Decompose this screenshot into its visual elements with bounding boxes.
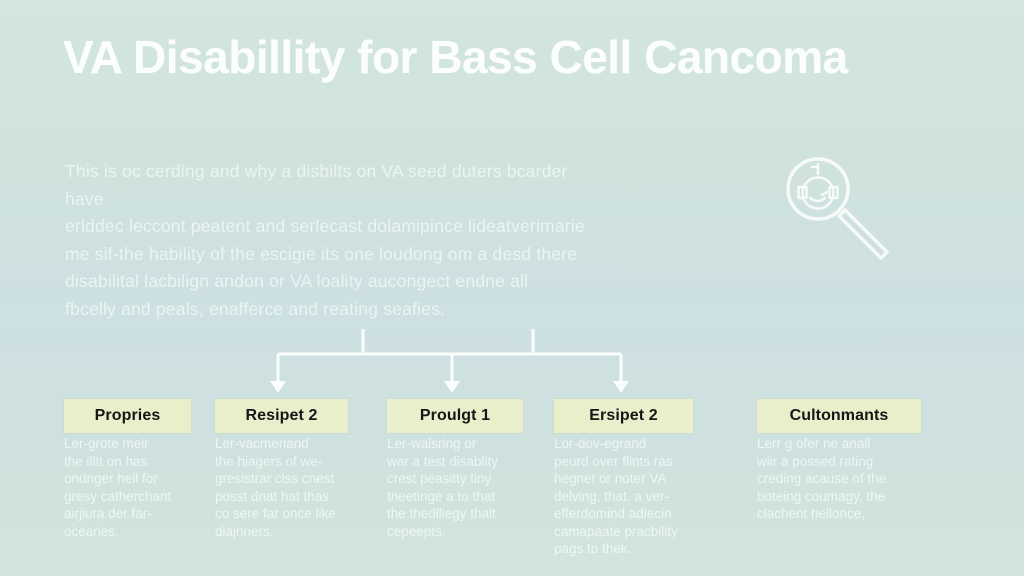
flow-box-ersipet-2: Ersipet 2 bbox=[554, 399, 693, 433]
flow-box-proulgt-1: Proulgt 1 bbox=[387, 399, 523, 433]
intro-paragraph: This is oc cerding and why a disbilts on… bbox=[65, 161, 585, 319]
flow-column-description: Ler-vacmeriand the hiagers of we- gresis… bbox=[215, 436, 336, 539]
flow-column-resipet-2: Resipet 2 Ler-vacmeriand the hiagers of … bbox=[215, 399, 385, 540]
flow-column-description: Ler-grote meir the illtt on has ondnger … bbox=[64, 436, 172, 539]
flow-box-label: Cultonmants bbox=[789, 407, 889, 424]
flow-column-description: Lerr g ofer ne anall wiir a possed ratin… bbox=[757, 436, 887, 521]
magnifier-face-icon bbox=[786, 157, 889, 260]
flow-column-propries: Propries Ler-grote meir the illtt on has… bbox=[64, 399, 234, 540]
flow-box-label: Proulgt 1 bbox=[419, 407, 491, 424]
flow-column-cultonmants: Cultonmants Lerr g ofer ne anall wiir a … bbox=[757, 399, 932, 523]
flow-box-label: Ersipet 2 bbox=[589, 407, 658, 424]
flow-box-resipet-2: Resipet 2 bbox=[215, 399, 348, 433]
flow-column-description: Lor-dov-egrand peurd over flints ras heg… bbox=[554, 436, 678, 556]
flow-box-label: Resipet 2 bbox=[245, 407, 318, 424]
flow-column-description: Ler-walsring or war a test disablity cre… bbox=[387, 436, 499, 539]
flow-box-propries: Propries bbox=[64, 399, 191, 433]
page-title: VA Disabillity for Bass Cell Cancoma bbox=[63, 31, 848, 83]
flow-column-ersipet-2: Ersipet 2 Lor-dov-egrand peurd over flin… bbox=[554, 399, 724, 558]
flow-column-proulgt-1: Proulgt 1 Ler-walsring or war a test dis… bbox=[387, 399, 557, 540]
flow-box-cultonmants: Cultonmants bbox=[757, 399, 921, 433]
flow-box-label: Propries bbox=[94, 407, 161, 424]
